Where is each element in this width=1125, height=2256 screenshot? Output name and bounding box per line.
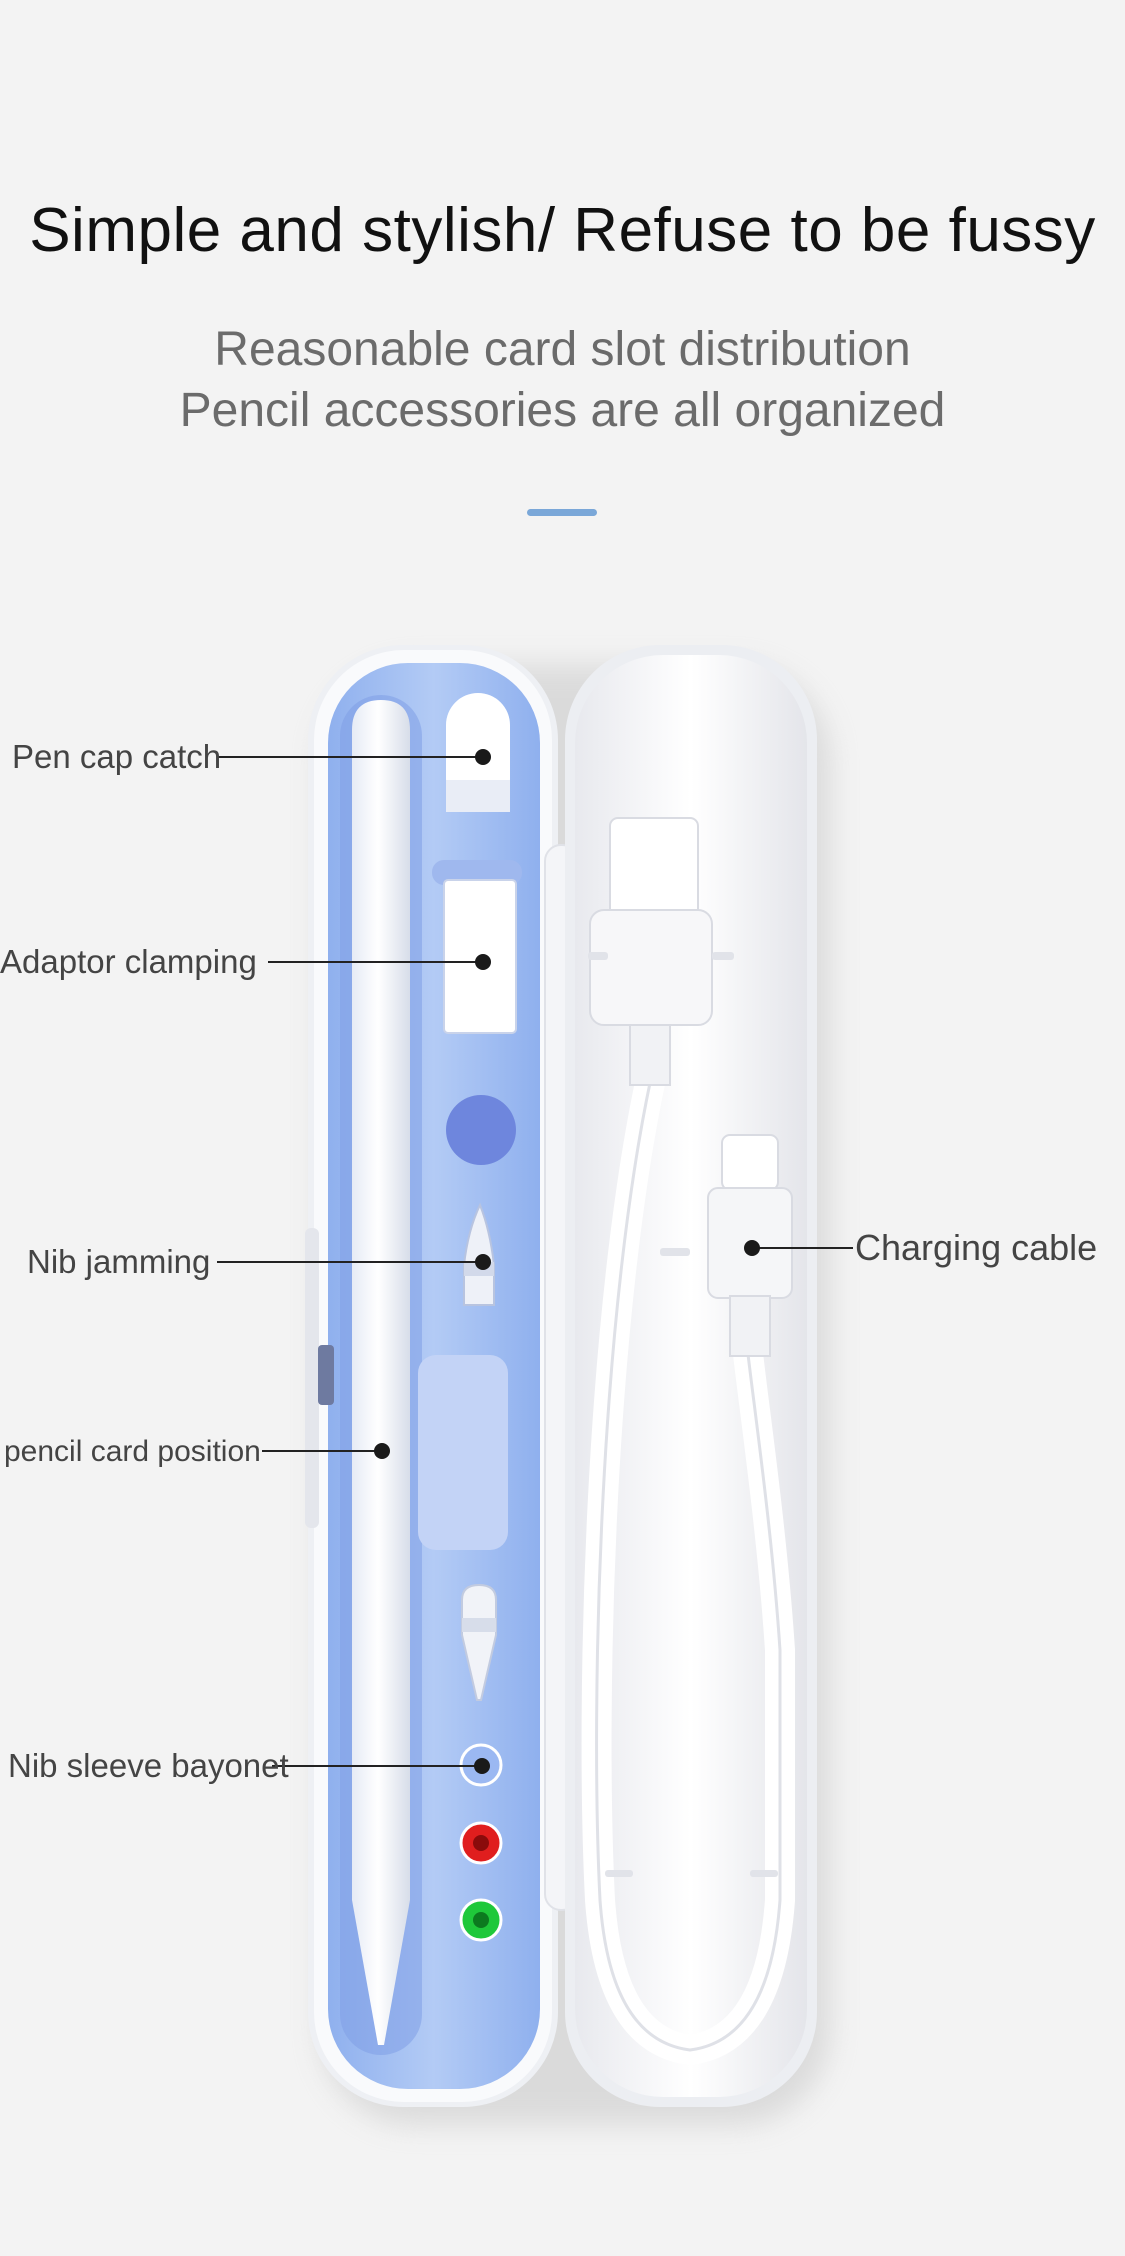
callout-nib-jamming: Nib jamming <box>27 1243 211 1280</box>
subheadline-line-1: Reasonable card slot distribution <box>214 323 911 376</box>
callout-pencil-card-position: pencil card position <box>4 1435 261 1468</box>
callout-charging-cable: Charging cable <box>855 1227 1098 1268</box>
subheadline-line-2: Pencil accessories are all organized <box>179 384 946 437</box>
callout-adaptor-clamping: Adaptor clamping <box>0 943 257 980</box>
accent-divider <box>527 509 597 516</box>
headline: Simple and stylish/ Refuse to be fussy <box>29 196 1096 265</box>
callout-pen-cap-catch: Pen cap catch <box>12 738 222 775</box>
callout-leaders <box>217 749 853 1774</box>
callout-nib-sleeve-bayonet: Nib sleeve bayonet <box>8 1747 289 1784</box>
pencil <box>352 700 410 2045</box>
